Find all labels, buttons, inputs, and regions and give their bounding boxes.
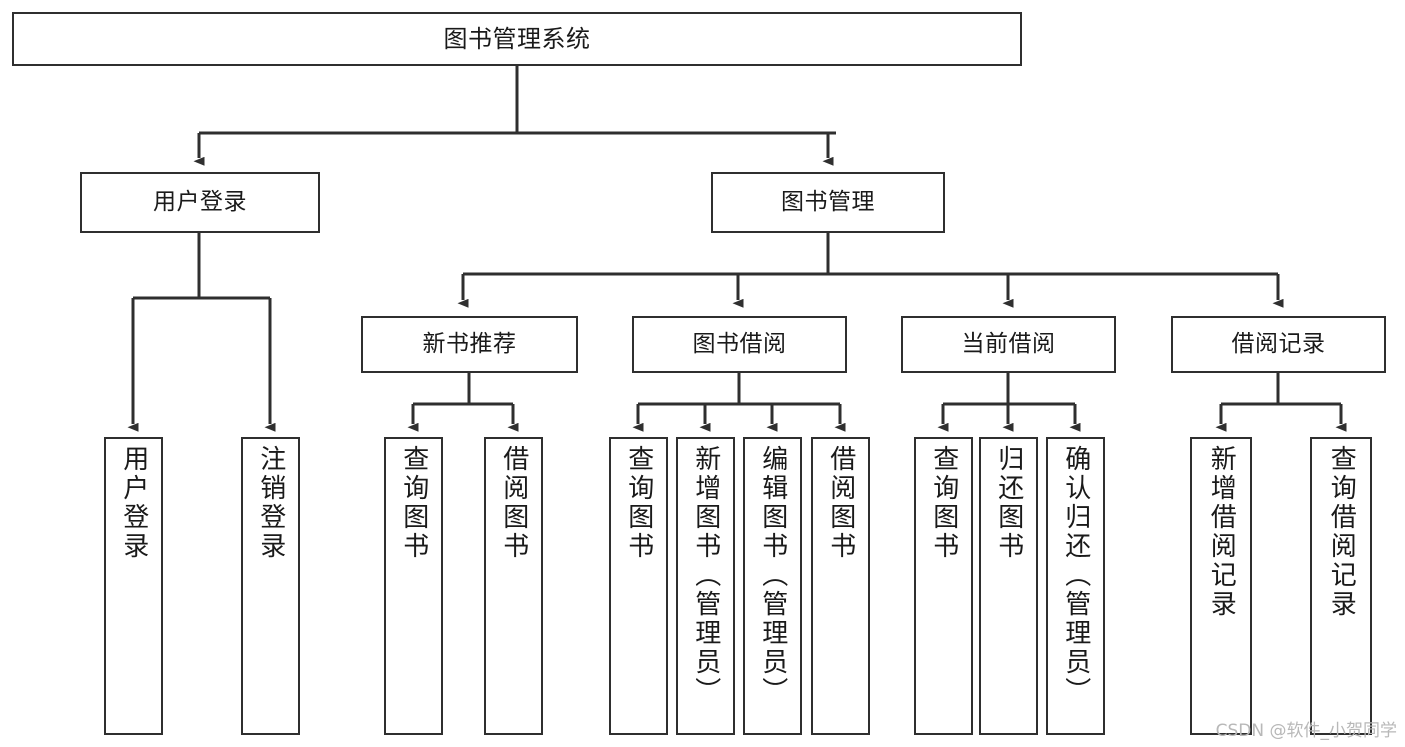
- node-book-borrow[interactable]: 图书借阅: [632, 316, 847, 373]
- node-label: 借阅记录: [1231, 330, 1326, 357]
- leaf-logout-login[interactable]: 注销登录: [241, 437, 300, 735]
- node-label: 确认归还（管理员）: [1060, 445, 1091, 706]
- node-label: 借阅图书: [498, 445, 529, 561]
- node-label: 图书借阅: [692, 330, 787, 357]
- node-new-book-recommend[interactable]: 新书推荐: [361, 316, 578, 373]
- leaf-confirm-return-admin[interactable]: 确认归还（管理员）: [1046, 437, 1105, 735]
- leaf-add-book-admin[interactable]: 新增图书（管理员）: [676, 437, 735, 735]
- node-label: 图书管理系统: [443, 24, 591, 53]
- watermark: CSDN @软件_小贺同学: [1215, 721, 1397, 741]
- node-label: 用户登录: [118, 445, 149, 561]
- leaf-add-borrow-record[interactable]: 新增借阅记录: [1190, 437, 1252, 735]
- node-label: 查询图书: [398, 445, 429, 561]
- leaf-return-book[interactable]: 归还图书: [979, 437, 1038, 735]
- leaf-query-book-recommend[interactable]: 查询图书: [384, 437, 443, 735]
- node-label: 新增借阅记录: [1206, 445, 1237, 619]
- node-user-login[interactable]: 用户登录: [80, 172, 320, 233]
- node-label: 查询图书: [928, 445, 959, 561]
- node-label: 借阅图书: [825, 445, 856, 561]
- leaf-query-borrow-record[interactable]: 查询借阅记录: [1310, 437, 1372, 735]
- node-label: 图书管理: [781, 188, 875, 215]
- leaf-user-login[interactable]: 用户登录: [104, 437, 163, 735]
- node-label: 新书推荐: [422, 330, 517, 357]
- leaf-borrow-book-recommend[interactable]: 借阅图书: [484, 437, 543, 735]
- node-label: 注销登录: [255, 445, 286, 561]
- node-borrow-record[interactable]: 借阅记录: [1171, 316, 1386, 373]
- node-book-management[interactable]: 图书管理: [711, 172, 945, 233]
- node-root-book-management-system[interactable]: 图书管理系统: [12, 12, 1022, 66]
- node-label: 查询图书: [623, 445, 654, 561]
- node-label: 新增图书（管理员）: [690, 445, 721, 706]
- node-label: 编辑图书（管理员）: [757, 445, 788, 706]
- leaf-borrow-book[interactable]: 借阅图书: [811, 437, 870, 735]
- node-label: 归还图书: [993, 445, 1024, 561]
- node-label: 用户登录: [153, 188, 247, 215]
- node-label: 当前借阅: [961, 330, 1056, 357]
- leaf-edit-book-admin[interactable]: 编辑图书（管理员）: [743, 437, 802, 735]
- node-label: 查询借阅记录: [1326, 445, 1357, 619]
- leaf-query-book-borrow[interactable]: 查询图书: [609, 437, 668, 735]
- leaf-query-book-current[interactable]: 查询图书: [914, 437, 973, 735]
- node-current-borrow[interactable]: 当前借阅: [901, 316, 1116, 373]
